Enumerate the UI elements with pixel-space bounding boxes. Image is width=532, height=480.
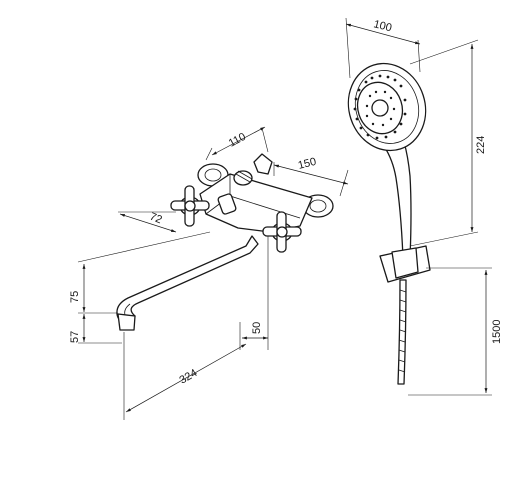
diverter-knob	[253, 153, 273, 175]
shower-dimensions: 100 224 1500	[345, 17, 503, 396]
dim-110-label: 110	[227, 131, 248, 150]
shower-outlet	[217, 193, 237, 215]
shower-nozzles	[353, 74, 407, 140]
bath-mixer	[116, 153, 334, 331]
swivel-spout	[116, 235, 259, 322]
shower-handle	[383, 141, 412, 259]
spout-outlet	[117, 313, 136, 331]
dim-150-label: 150	[297, 156, 318, 172]
hand-shower	[347, 62, 431, 385]
right-cross-handle[interactable]	[262, 211, 302, 253]
dim-324-label: 324	[178, 367, 200, 387]
mixer-body	[199, 173, 313, 233]
shower-hose	[397, 279, 407, 385]
dim-75-label: 75	[69, 291, 81, 303]
dim-224-label: 224	[475, 136, 487, 154]
dim-1500-label: 1500	[491, 320, 503, 344]
dim-72-label: 72	[148, 211, 164, 227]
dim-50-label: 50	[251, 322, 263, 334]
dim-100-label: 100	[372, 18, 393, 34]
dim-57-label: 57	[69, 331, 81, 343]
left-cross-handle[interactable]	[170, 185, 210, 227]
